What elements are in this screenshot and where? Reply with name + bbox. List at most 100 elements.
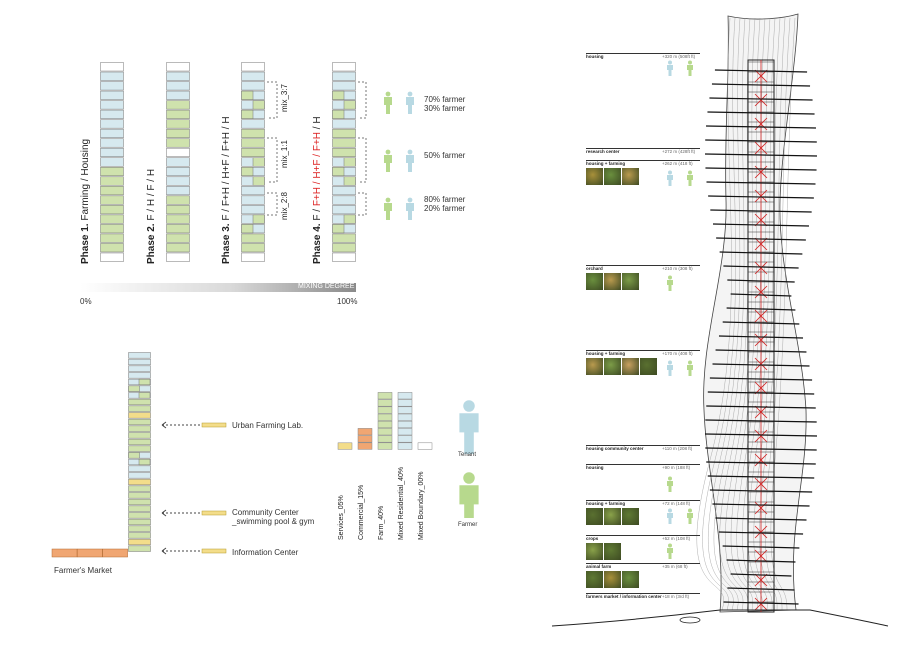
phase-cell — [166, 100, 190, 110]
tower-level-name: housing community center — [586, 446, 644, 451]
tower-strand — [770, 17, 796, 611]
section-cell-farm — [138, 378, 151, 386]
tower-level-name: farmers market / information center — [586, 594, 662, 599]
label-farmers-market: Farmer's Market — [54, 566, 112, 575]
tower-level-name: housing — [586, 54, 604, 59]
crop-photo — [622, 508, 639, 525]
floor-plate — [715, 517, 807, 521]
tenant-icon — [406, 91, 414, 114]
phase-cell — [332, 71, 356, 81]
tenant-icon — [667, 360, 673, 376]
program-block — [377, 420, 393, 429]
tenant-icon — [406, 149, 414, 172]
floor-plate — [709, 97, 813, 101]
phase-cell — [100, 147, 124, 157]
program-block — [377, 399, 393, 407]
phase-3-column — [241, 62, 265, 262]
program-block — [377, 442, 393, 450]
tower-level-height: +262 m (418 ft) — [662, 161, 693, 166]
tower-strand — [725, 17, 756, 611]
mixed-cell-farm — [332, 109, 345, 119]
floor-plate — [706, 125, 816, 129]
crop-photo — [604, 358, 621, 375]
program-block — [397, 406, 413, 414]
tower-level-height: +210 m (308 ft) — [662, 266, 693, 271]
crop-photo — [604, 273, 621, 290]
floor-plate — [723, 601, 799, 605]
crop-photo — [622, 358, 639, 375]
floor-plate — [712, 503, 810, 507]
mixed-cell-farm — [252, 157, 265, 167]
program-block — [397, 428, 413, 436]
floor-plate — [707, 111, 815, 115]
phase-cell — [100, 205, 124, 215]
phase-cell — [100, 138, 124, 148]
floor-plate — [715, 349, 807, 353]
label-community-1: Community Center — [232, 508, 299, 517]
farmer-icon — [384, 149, 392, 172]
tower-level-height: +272 m (428ft ft) — [662, 149, 696, 154]
floor-plate — [730, 293, 792, 297]
phase-cell — [241, 119, 265, 129]
ratio-3b: 20% farmer — [424, 204, 466, 213]
tower-level-name: housing + farming — [586, 501, 626, 506]
phase-cell — [100, 90, 124, 100]
section-cell-farm — [128, 452, 140, 459]
farmer-legend-icon — [459, 472, 479, 518]
crop-photo — [586, 571, 603, 588]
tower-strand — [708, 17, 741, 611]
phase-cell — [166, 243, 190, 253]
section-cell — [128, 465, 151, 472]
section-cell — [128, 405, 151, 412]
farmer-icon — [384, 91, 392, 114]
program-block — [397, 435, 413, 443]
phase-cell — [332, 119, 356, 129]
tower-level — [586, 445, 700, 446]
phase-cell — [332, 138, 356, 148]
label-community-2: _swimming pool & gym — [232, 517, 315, 526]
phase-cell — [241, 147, 265, 157]
tower-level-name: research center — [586, 149, 620, 154]
tower-level — [586, 593, 700, 594]
mixed-cell-farm — [252, 176, 265, 186]
mixed-cell-farm — [343, 100, 356, 110]
crop-photo — [586, 168, 603, 185]
phase-cell — [332, 128, 356, 138]
floor-plate — [716, 237, 806, 241]
floor-plate — [706, 181, 816, 185]
phase-cell — [166, 62, 190, 72]
phase-cell — [332, 252, 356, 262]
phase-cell — [166, 195, 190, 205]
floor-plate — [727, 279, 795, 283]
phase-cell — [100, 128, 124, 138]
crop-photo — [586, 273, 603, 290]
crop-photo — [604, 571, 621, 588]
program-block — [377, 406, 393, 414]
phase-cell — [100, 167, 124, 177]
farmer-icon — [667, 275, 673, 291]
floor-plate — [705, 167, 817, 171]
tower-level-name: animal farm — [586, 564, 612, 569]
tower-level — [586, 563, 700, 564]
mix-label-3: mix_2:8 — [280, 191, 289, 220]
section-cell — [128, 372, 151, 379]
mixing-degree-label: MIXING DEGREE — [298, 283, 355, 290]
tower-level — [586, 53, 700, 54]
section-cell — [128, 358, 151, 366]
program-block — [397, 399, 413, 407]
base-feature — [679, 616, 701, 624]
crop-photo — [586, 508, 603, 525]
section-cell — [128, 518, 151, 526]
phase-cell — [241, 138, 265, 148]
mixed-cell-farm — [252, 214, 265, 224]
floor-plate — [705, 419, 817, 423]
mixed-cell-farm — [332, 224, 345, 234]
mix-label-1: mix_3:7 — [280, 83, 289, 112]
tower-strand — [753, 17, 781, 611]
tower-level — [586, 535, 700, 536]
phase-cell — [166, 81, 190, 91]
ratio-1b: 30% farmer — [424, 104, 466, 113]
phase-cell — [241, 195, 265, 205]
tower-strand — [719, 17, 751, 611]
phase-cell — [166, 71, 190, 81]
